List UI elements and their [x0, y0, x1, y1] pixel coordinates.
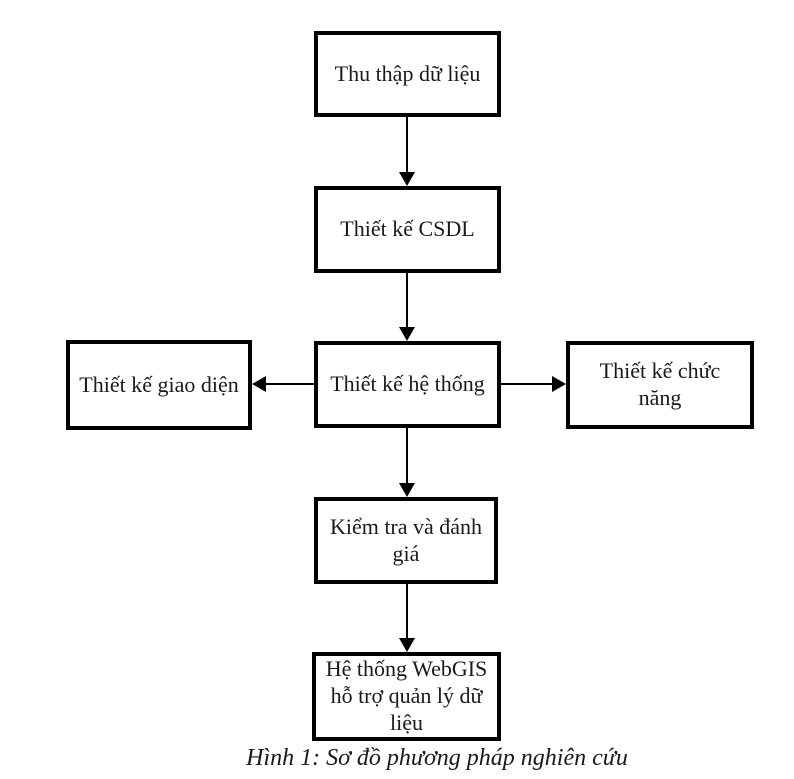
node-design-interface-label: Thiết kế giao diện: [79, 371, 239, 397]
arrowhead-design-system-to-test: [399, 483, 415, 497]
arrowhead-test-to-webgis: [399, 638, 415, 652]
node-collect-data: Thu thập dữ liệu: [314, 31, 501, 117]
node-design-interface: Thiết kế giao diện: [66, 340, 252, 430]
arrowhead-collect-to-design-db: [399, 172, 415, 186]
node-collect-data-label: Thu thập dữ liệu: [334, 60, 481, 86]
arrowhead-design-system-to-design-function: [552, 376, 566, 392]
node-webgis-result: Hệ thống WebGIS hỗ trợ quản lý dữ liệu: [312, 652, 501, 741]
node-test-evaluate-label: Kiểm tra và đánh giá: [329, 513, 483, 566]
node-design-system: Thiết kế hệ thống: [314, 341, 501, 428]
arrowhead-design-db-to-design-system: [399, 327, 415, 341]
node-design-database: Thiết kế CSDL: [314, 186, 501, 273]
node-design-database-label: Thiết kế CSDL: [340, 216, 475, 242]
node-design-system-label: Thiết kế hệ thống: [330, 371, 485, 397]
node-webgis-result-label: Hệ thống WebGIS hỗ trợ quản lý dữ liệu: [325, 656, 488, 735]
node-test-evaluate: Kiểm tra và đánh giá: [314, 497, 498, 584]
node-design-function: Thiết kế chức năng: [566, 341, 754, 429]
figure-caption: Hình 1: Sơ đồ phương pháp nghiên cứu: [246, 745, 628, 771]
arrowhead-design-system-to-design-ui: [252, 376, 266, 392]
node-design-function-label: Thiết kế chức năng: [599, 358, 721, 410]
